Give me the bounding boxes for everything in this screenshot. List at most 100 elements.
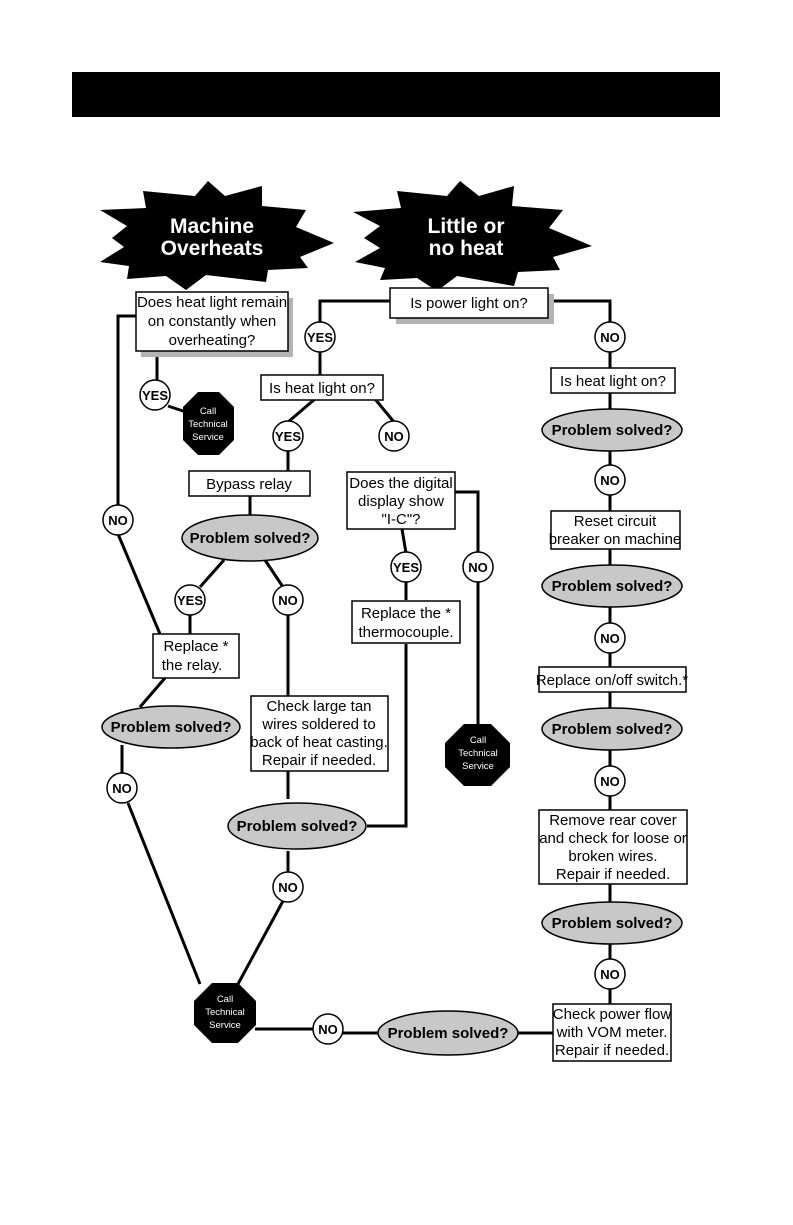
no-label: NO bbox=[278, 593, 298, 608]
no-label: NO bbox=[600, 631, 620, 646]
no-label: NO bbox=[384, 429, 404, 444]
call-service-line2: Technical bbox=[188, 419, 228, 430]
box-digital-display-line2: display show bbox=[358, 493, 444, 510]
yes-label: YES bbox=[275, 429, 301, 444]
no-label: NO bbox=[600, 774, 620, 789]
yes-circle-bypass: YES bbox=[174, 584, 206, 616]
box-replace-relay-line2: the relay. bbox=[162, 657, 223, 674]
oval-problem-solved-6: Problem solved? bbox=[541, 707, 683, 751]
call-service-line3: Service bbox=[462, 761, 494, 772]
oval-label-6: Problem solved? bbox=[552, 721, 673, 738]
box-reset-breaker-line1: Reset circuit bbox=[574, 513, 657, 530]
no-label: NO bbox=[278, 880, 298, 895]
starburst-little-no-heat: Little or no heat bbox=[353, 181, 592, 291]
stop-call-service-3: Call Technical Service bbox=[194, 983, 256, 1043]
box-bypass-relay: Bypass relay bbox=[188, 470, 311, 497]
yes-circle-power: YES bbox=[304, 321, 336, 353]
box-heat-light-mid-text: Is heat light on? bbox=[269, 380, 375, 397]
no-circle-right-2: NO bbox=[594, 622, 626, 654]
box-power-light-text: Is power light on? bbox=[410, 295, 528, 312]
box-replace-switch: Replace on/off switch.* bbox=[536, 666, 688, 693]
box-digital-display: Does the digital display show "I-C"? bbox=[346, 471, 456, 530]
stop-call-service-2: Call Technical Service bbox=[445, 724, 510, 786]
yes-label: YES bbox=[142, 388, 168, 403]
no-circle-power: NO bbox=[594, 321, 626, 353]
box-thermocouple-line1: Replace the * bbox=[361, 605, 451, 622]
header-bar bbox=[72, 72, 720, 117]
box-heat-light-remain-line1: Does heat light remain bbox=[137, 294, 287, 311]
no-label: NO bbox=[468, 560, 488, 575]
no-label: NO bbox=[112, 781, 132, 796]
box-heat-light-remain: Does heat light remain on constantly whe… bbox=[135, 291, 293, 357]
box-heat-light-remain-line3: overheating? bbox=[169, 332, 256, 349]
no-label: NO bbox=[318, 1022, 338, 1037]
no-label: NO bbox=[600, 330, 620, 345]
yes-label: YES bbox=[177, 593, 203, 608]
no-circle-bypass: NO bbox=[272, 584, 304, 616]
box-reset-breaker: Reset circuit breaker on machine bbox=[549, 510, 682, 550]
oval-label-5: Problem solved? bbox=[552, 578, 673, 595]
no-circle-right-3: NO bbox=[594, 765, 626, 797]
box-heat-light-right-text: Is heat light on? bbox=[560, 373, 666, 390]
starburst-little-line2: no heat bbox=[429, 237, 504, 260]
call-service-line1: Call bbox=[217, 994, 233, 1005]
box-digital-display-line3: "I-C"? bbox=[382, 511, 421, 528]
no-circle-relay: NO bbox=[106, 772, 138, 804]
oval-problem-solved-8: Problem solved? bbox=[377, 1010, 519, 1056]
yes-label: YES bbox=[307, 330, 333, 345]
oval-problem-solved-2: Problem solved? bbox=[101, 705, 241, 749]
oval-problem-solved-3: Problem solved? bbox=[227, 802, 367, 850]
starburst-machine-overheats: Machine Overheats bbox=[100, 181, 334, 290]
stop-call-service-1: Call Technical Service bbox=[183, 392, 234, 455]
box-replace-switch-text: Replace on/off switch.* bbox=[536, 672, 688, 689]
box-check-wires: Check large tan wires soldered to back o… bbox=[250, 695, 389, 772]
call-service-line3: Service bbox=[192, 432, 224, 443]
no-label: NO bbox=[108, 513, 128, 528]
box-heat-light-mid: Is heat light on? bbox=[260, 374, 384, 401]
box-bypass-relay-text: Bypass relay bbox=[206, 476, 292, 493]
box-reset-breaker-line2: breaker on machine bbox=[549, 531, 682, 548]
oval-label-2: Problem solved? bbox=[111, 719, 232, 736]
call-service-line2: Technical bbox=[205, 1007, 245, 1018]
box-power-flow-line1: Check power flow bbox=[553, 1006, 672, 1023]
starburst-overheats-line2: Overheats bbox=[161, 237, 264, 260]
box-rear-cover: Remove rear cover and check for loose or… bbox=[538, 809, 688, 885]
no-label: NO bbox=[600, 967, 620, 982]
call-service-line1: Call bbox=[200, 406, 216, 417]
box-digital-display-line1: Does the digital bbox=[349, 475, 452, 492]
oval-problem-solved-4: Problem solved? bbox=[541, 408, 683, 452]
no-circle-right-1: NO bbox=[594, 464, 626, 496]
yes-label: YES bbox=[393, 560, 419, 575]
box-power-flow: Check power flow with VOM meter. Repair … bbox=[552, 1003, 672, 1062]
oval-problem-solved-5: Problem solved? bbox=[541, 564, 683, 608]
call-service-line1: Call bbox=[470, 735, 486, 746]
starburst-overheats-line1: Machine bbox=[170, 215, 254, 238]
box-power-flow-line2: with VOM meter. bbox=[556, 1024, 668, 1041]
box-check-wires-line4: Repair if needed. bbox=[262, 752, 376, 769]
box-heat-light-remain-line2: on constantly when bbox=[148, 313, 276, 330]
no-circle-wires: NO bbox=[272, 871, 304, 903]
yes-circle-remain: YES bbox=[139, 379, 171, 411]
box-check-wires-line3: back of heat casting. bbox=[250, 734, 388, 751]
box-rear-cover-line2: and check for loose or bbox=[539, 830, 687, 847]
box-rear-cover-line3: broken wires. bbox=[568, 848, 657, 865]
box-thermocouple-line2: thermocouple. bbox=[358, 624, 453, 641]
call-service-line3: Service bbox=[209, 1020, 241, 1031]
yes-circle-heat-mid: YES bbox=[272, 420, 304, 452]
box-check-wires-line2: wires soldered to bbox=[261, 716, 375, 733]
no-circle-display: NO bbox=[462, 551, 494, 583]
oval-problem-solved-7: Problem solved? bbox=[541, 901, 683, 945]
box-replace-relay-line1: Replace * bbox=[163, 638, 228, 655]
oval-label-8: Problem solved? bbox=[388, 1025, 509, 1042]
starburst-little-line1: Little or bbox=[428, 215, 505, 238]
call-service-line2: Technical bbox=[458, 748, 498, 759]
no-label: NO bbox=[600, 473, 620, 488]
no-circle-left: NO bbox=[102, 504, 134, 536]
box-check-wires-line1: Check large tan bbox=[266, 698, 371, 715]
yes-circle-display: YES bbox=[390, 551, 422, 583]
box-rear-cover-line4: Repair if needed. bbox=[556, 866, 670, 883]
no-circle-heat-mid: NO bbox=[378, 420, 410, 452]
oval-label-7: Problem solved? bbox=[552, 915, 673, 932]
oval-label-4: Problem solved? bbox=[552, 422, 673, 439]
